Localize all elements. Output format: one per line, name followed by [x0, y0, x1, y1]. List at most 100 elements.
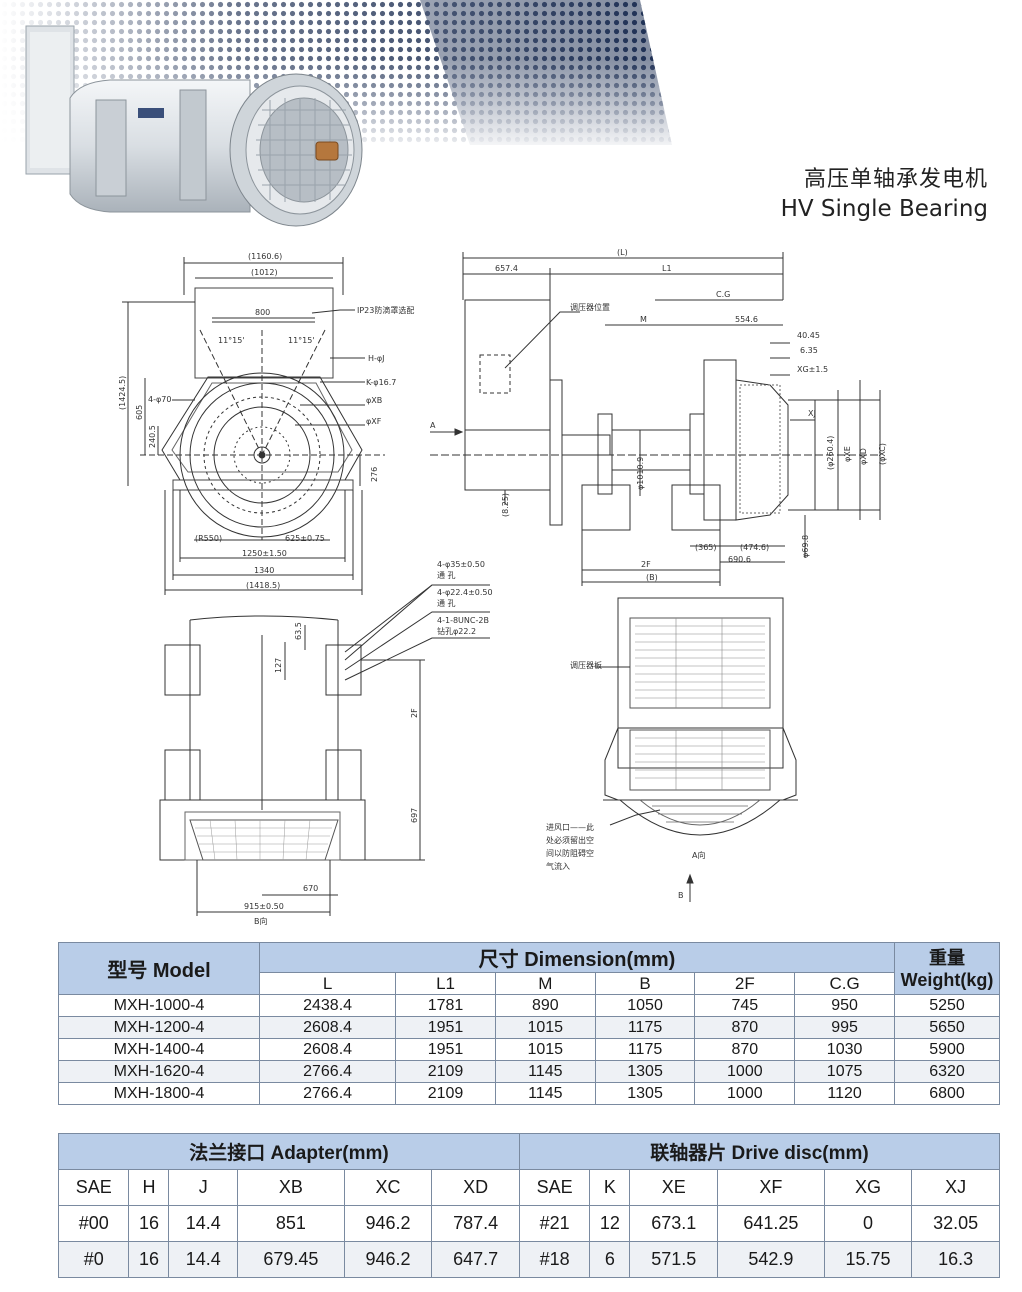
table-cell: 1781	[395, 994, 496, 1017]
table-cell: 787.4	[431, 1205, 520, 1242]
dim-label: 800	[255, 308, 270, 317]
table-cell: 2766.4	[258, 1082, 397, 1105]
dim-label: 1340	[254, 566, 274, 575]
table-row: #00 16 14.4 851 946.2 787.4 #21 12 673.1…	[57, 1205, 1000, 1242]
dim-label: 气流入	[546, 861, 570, 871]
dim-label: 625±0.75	[285, 534, 325, 543]
table-cell: 1120	[794, 1082, 895, 1105]
table-cell: MXH-1400-4	[58, 1038, 260, 1061]
table-cell: 1951	[395, 1016, 496, 1039]
technical-drawings: (1160.6) (1012) 800 IP23防滴罩选配 11°15' 11°…	[118, 248, 887, 926]
weight-header-cn: 重量	[929, 947, 965, 968]
table-row: MXH-1200-4 2608.4 1951 1015 1175 870 995…	[58, 1016, 1000, 1039]
table-cell: 745	[694, 994, 796, 1017]
table-row: MXH-1620-4 2766.4 2109 1145 1305 1000 10…	[58, 1060, 1000, 1083]
dim-label: 690.6	[728, 555, 751, 564]
table-cell: 890	[494, 994, 596, 1017]
model-header: 型号 Model	[58, 942, 260, 995]
dim-label: 915±0.50	[244, 902, 284, 911]
table-cell: MXH-1200-4	[58, 1016, 260, 1039]
dim-label: XG±1.5	[797, 365, 828, 374]
dim-label: 间以防阻碍空	[546, 848, 594, 858]
dim-label: A	[430, 421, 436, 430]
dim-label: φ69.8	[801, 535, 810, 558]
generator-photo	[25, 25, 363, 227]
dim-label: (1012)	[251, 268, 278, 277]
table-cell: 1145	[494, 1060, 596, 1083]
table-cell: 1175	[594, 1016, 696, 1039]
table-cell: 641.25	[717, 1205, 825, 1242]
dim-label: XJ	[808, 409, 816, 418]
dim-label: (1424.5)	[118, 376, 127, 410]
title-block: 高压单轴承发电机 HV Single Bearing	[781, 166, 988, 224]
table-cell: 2109	[395, 1082, 496, 1105]
dim-label: φXB	[366, 396, 382, 405]
table-cell: #0	[57, 1241, 130, 1278]
table-cell: 1015	[494, 1016, 596, 1039]
table-cell: 995	[794, 1016, 895, 1039]
table-cell: 1000	[694, 1082, 796, 1105]
dim-label: 1250±1.50	[242, 549, 287, 558]
col-adapter-sae: SAE	[57, 1169, 130, 1206]
table-row: MXH-1000-4 2438.4 1781 890 1050 745 950 …	[58, 994, 1000, 1017]
table-cell: 5250	[894, 994, 1000, 1017]
table-cell: 16	[128, 1241, 170, 1278]
table-cell: 1951	[395, 1038, 496, 1061]
dim-label: (1160.6)	[248, 252, 282, 261]
table-cell: 1305	[594, 1060, 696, 1083]
dim-label: 276	[370, 467, 379, 482]
table-cell: 1015	[494, 1038, 596, 1061]
table-row: MXH-1800-4 2766.4 2109 1145 1305 1000 11…	[58, 1082, 1000, 1105]
dim-label: 进风口——此	[546, 822, 594, 832]
table-cell: 6320	[894, 1060, 1000, 1083]
table-cell: MXH-1620-4	[58, 1060, 260, 1083]
dim-label: 11°15'	[218, 336, 245, 345]
table-cell: 647.7	[431, 1241, 520, 1278]
title-english: HV Single Bearing	[780, 196, 988, 222]
dim-label: 4-φ22.4±0.50	[437, 588, 493, 597]
dim-label: (1418.5)	[246, 581, 280, 590]
dim-label: 4-φ70	[148, 395, 171, 404]
col-CG: C.G	[794, 972, 895, 995]
dim-label: 240.5	[148, 425, 157, 448]
col-j: J	[168, 1169, 239, 1206]
dim-label: L1	[662, 264, 672, 273]
table-cell: 2608.4	[258, 1038, 397, 1061]
dimension-header: 尺寸 Dimension(mm)	[259, 942, 895, 973]
side-view-drawing	[430, 252, 881, 586]
table-cell: 1075	[794, 1060, 895, 1083]
dim-label: 554.6	[735, 315, 758, 324]
table-cell: 870	[694, 1016, 796, 1039]
table-cell: 32.05	[911, 1205, 1000, 1242]
dim-label: C.G	[716, 290, 730, 299]
table-cell: MXH-1800-4	[58, 1082, 260, 1105]
title-chinese: 高压单轴承发电机	[803, 167, 988, 192]
table-cell: 2109	[395, 1060, 496, 1083]
table-row: MXH-1400-4 2608.4 1951 1015 1175 870 103…	[58, 1038, 1000, 1061]
adapter-drive-disc-table: 法兰接口 Adapter(mm) 联轴器片 Drive disc(mm) SAE…	[57, 1133, 1001, 1278]
col-L1: L1	[395, 972, 496, 995]
col-xe: XE	[629, 1169, 719, 1206]
dim-label: 127	[274, 658, 283, 673]
dim-label: 11°15'	[288, 336, 315, 345]
table-cell: 1145	[494, 1082, 596, 1105]
dim-label: B向	[254, 916, 268, 926]
dim-label: 40.45	[797, 331, 820, 340]
header-banner	[0, 0, 672, 227]
table-cell: 1030	[794, 1038, 895, 1061]
col-xf: XF	[717, 1169, 825, 1206]
table-cell: 14.4	[168, 1241, 239, 1278]
dim-label: A向	[692, 850, 705, 860]
table-cell: 1305	[594, 1082, 696, 1105]
dim-label: 605	[135, 405, 144, 420]
table-cell: 5650	[894, 1016, 1000, 1039]
col-B: B	[594, 972, 696, 995]
front-view-drawing	[122, 257, 385, 595]
dim-label: K-φ16.7	[366, 378, 396, 387]
dim-label: 63.5	[294, 622, 303, 640]
table-cell: 870	[694, 1038, 796, 1061]
table-cell: 6800	[894, 1082, 1000, 1105]
table-cell: 1050	[594, 994, 696, 1017]
table-cell: 571.5	[629, 1241, 719, 1278]
dimension-table: 型号 Model 尺寸 Dimension(mm) 重量 Weight(kg) …	[58, 942, 1000, 1105]
